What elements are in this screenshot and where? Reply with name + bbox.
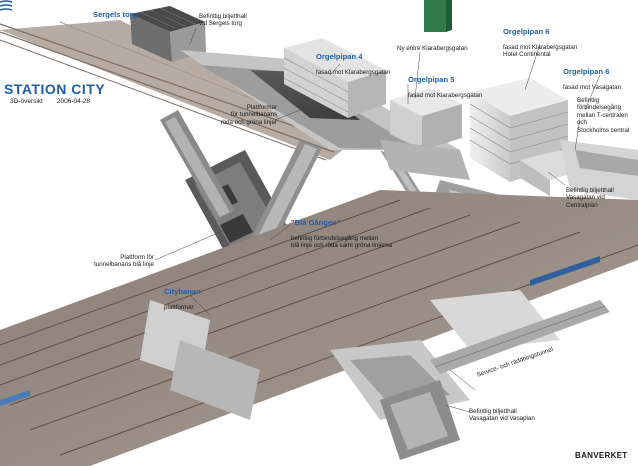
upper-rail-tracks bbox=[0, 20, 355, 161]
page-subtitle: 3D-översikt 2006-04-28 bbox=[10, 98, 90, 105]
label-orgelpipan-4: Orgelpipan 4 fasad mot Klarabergsgatan bbox=[316, 45, 390, 76]
label-orgelpipan-6a-title: Orgelpipan 6 bbox=[503, 27, 550, 37]
label-bla-gangen: "Blå Gången" befintlig förbindelsegång m… bbox=[291, 211, 392, 250]
label-plattform-bla: Plattform för tunnelbanans blå linje bbox=[94, 254, 154, 269]
service-tunnel bbox=[430, 300, 610, 374]
subtitle-text: 3D-översikt bbox=[10, 98, 43, 105]
leader-lines bbox=[149, 10, 601, 413]
page-title: STATION CITY bbox=[4, 81, 106, 97]
label-sergels-torg: Sergels torg bbox=[93, 3, 137, 27]
label-orgelpipan-6b-title: Orgelpipan 6 bbox=[563, 67, 610, 77]
label-citybanan-title: Citybanan bbox=[164, 287, 201, 297]
vasaplan-escalators bbox=[380, 380, 460, 460]
label-bla-gangen-title: "Blå Gången" bbox=[291, 218, 341, 228]
label-biljetthall-vasaplan: Befintlig biljetthall Vasagatan vid Vasa… bbox=[469, 408, 535, 423]
label-orgelpipan-6b: Orgelpipan 6 fasad mot Vasagatan bbox=[563, 60, 621, 91]
orgelpipan-4-building bbox=[283, 38, 386, 118]
label-orgelpipan-5-text: fasad mot Klarabergsgatan bbox=[408, 91, 483, 99]
label-citybanan-text: plattformar bbox=[164, 303, 194, 311]
label-ny-entre: Ny entré Klarabergsgatan bbox=[397, 45, 468, 52]
label-biljetthall-sergels: Befintlig biljetthall vid Sergels torg bbox=[199, 13, 247, 28]
green-tower bbox=[424, 0, 452, 32]
label-orgelpipan-6b-text: fasad mot Vasagatan bbox=[563, 83, 622, 91]
label-orgelpipan-4-text: fasad mot Klarabergsgatan bbox=[316, 68, 391, 76]
label-orgelpipan-6a-text: fasad mot Klarabergsgatan Hotel Continen… bbox=[503, 43, 578, 59]
label-citybanan: Citybanan plattformar bbox=[164, 280, 201, 311]
label-orgelpipan-6a: Orgelpipan 6 fasad mot Klarabergsgatan H… bbox=[503, 20, 577, 59]
banverket-logo-icon bbox=[0, 0, 13, 11]
date-text: 2006-04-28 bbox=[56, 98, 91, 105]
label-plattformar-tunnel: Plattformar för tunnelbanans röda och gr… bbox=[220, 104, 277, 126]
central-connection bbox=[560, 140, 638, 200]
label-bla-gangen-text: befintlig förbindelsegång mellan blå lin… bbox=[291, 234, 393, 250]
label-biljetthall-central: Befintlig biljetthall Vasagatan vid Cent… bbox=[566, 187, 614, 209]
label-orgelpipan-4-title: Orgelpipan 4 bbox=[316, 52, 363, 62]
label-sergels-torg-title: Sergels torg bbox=[93, 10, 138, 20]
label-orgelpipan-5: Orgelpipan 5 fasad mot Klarabergsgatan bbox=[408, 68, 482, 99]
orgelpipan-6-building bbox=[469, 78, 590, 196]
label-orgelpipan-5-title: Orgelpipan 5 bbox=[408, 75, 455, 85]
citybanan-tracks bbox=[0, 190, 638, 466]
brand-name: BANVERKET bbox=[575, 451, 628, 460]
label-forbindelse-central: Befintlig förbindelsegång mellan T-centr… bbox=[577, 97, 630, 134]
